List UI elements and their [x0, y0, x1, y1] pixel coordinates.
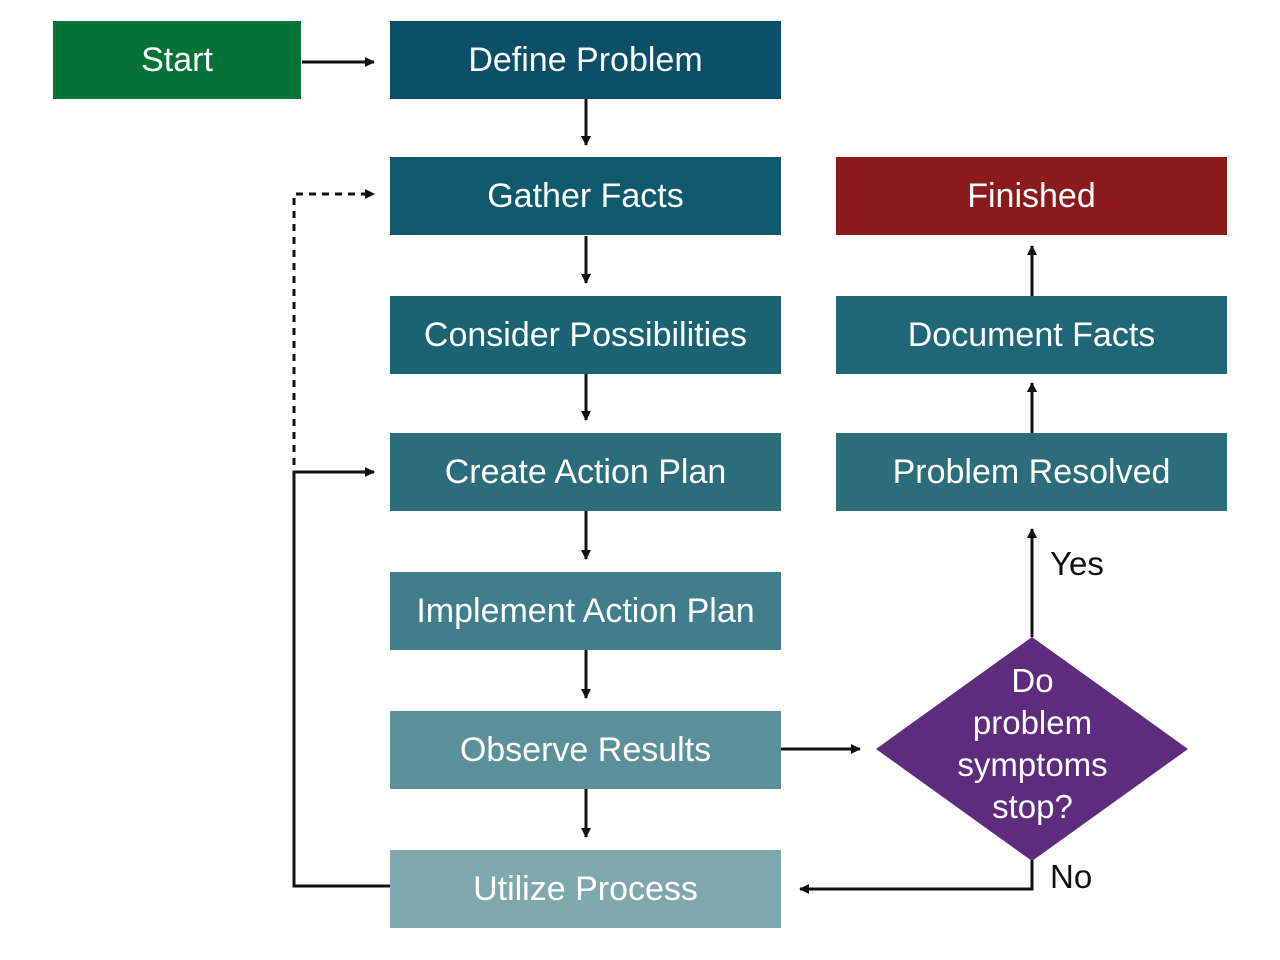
gather-facts-box: Gather Facts — [390, 157, 781, 235]
decision-label: Do problem symptoms stop? — [915, 660, 1150, 828]
consider-possibilities-label: Consider Possibilities — [423, 315, 748, 354]
decision-line-1: Do — [1011, 662, 1054, 699]
decision-diamond — [876, 637, 1188, 861]
finished-label: Finished — [967, 176, 1096, 215]
arrow-dashed-loop-to-gather — [292, 189, 375, 465]
create-action-plan-box: Create Action Plan — [390, 433, 781, 511]
start-box: Start — [53, 21, 301, 99]
create-action-plan-label: Create Action Plan — [444, 452, 727, 491]
gather-facts-label: Gather Facts — [487, 176, 684, 215]
decision-line-3: symptoms — [957, 746, 1108, 783]
arrow-decision-no-to-utilize — [799, 858, 1034, 894]
implement-action-plan-box: Implement Action Plan — [390, 572, 781, 650]
start-label: Start — [141, 40, 213, 79]
decision-line-4: stop? — [992, 788, 1073, 825]
observe-results-box: Observe Results — [390, 711, 781, 789]
document-facts-label: Document Facts — [907, 315, 1156, 354]
problem-resolved-box: Problem Resolved — [836, 433, 1227, 511]
document-facts-box: Document Facts — [836, 296, 1227, 374]
define-problem-label: Define Problem — [468, 40, 703, 79]
no-label: No — [1050, 858, 1093, 895]
problem-resolved-label: Problem Resolved — [892, 452, 1171, 491]
implement-action-plan-label: Implement Action Plan — [416, 591, 755, 630]
utilize-process-label: Utilize Process — [473, 869, 698, 908]
arrow-utilize-loop-to-create — [292, 467, 390, 888]
decision-line-2: problem — [972, 704, 1093, 741]
finished-box: Finished — [836, 157, 1227, 235]
observe-results-label: Observe Results — [459, 730, 712, 769]
utilize-process-box: Utilize Process — [390, 850, 781, 928]
consider-possibilities-box: Consider Possibilities — [390, 296, 781, 374]
define-problem-box: Define Problem — [390, 21, 781, 99]
yes-label: Yes — [1050, 545, 1104, 582]
